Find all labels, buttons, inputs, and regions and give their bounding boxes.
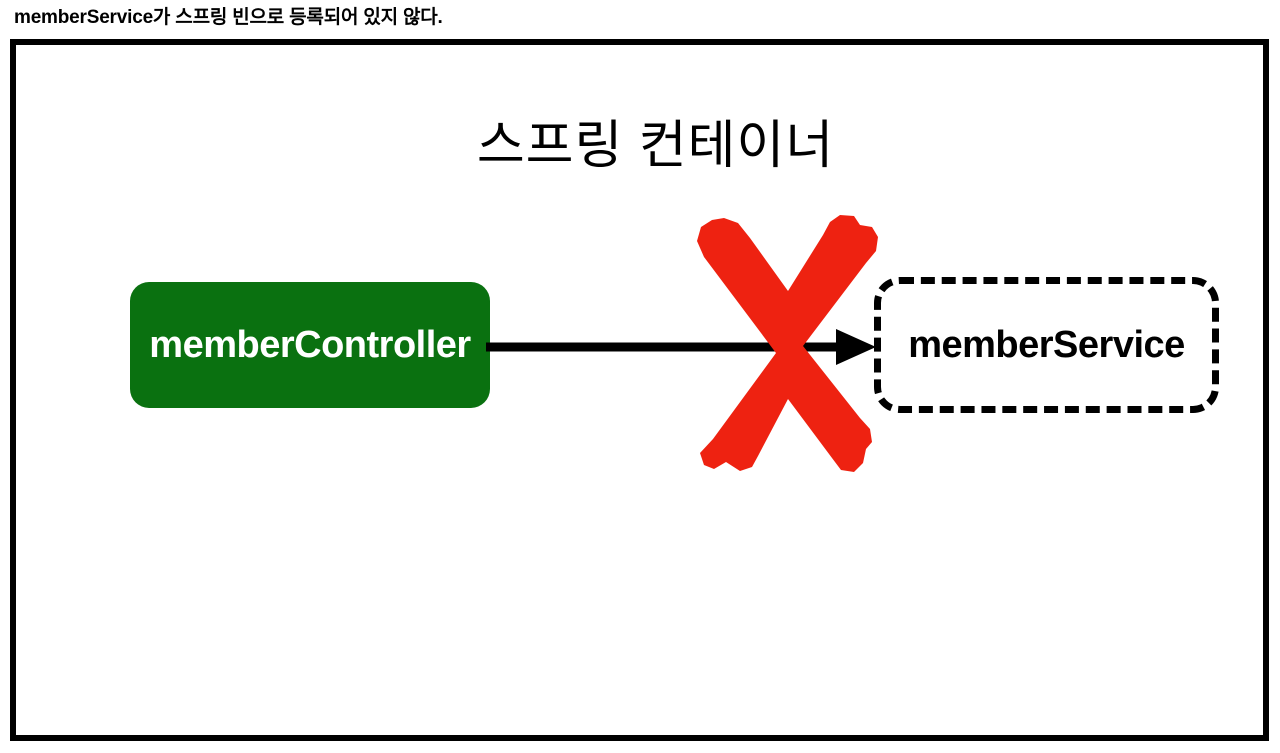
bean-node-member-controller-label: memberController: [149, 323, 471, 366]
slide-caption: memberService가 스프링 빈으로 등록되어 있지 않다.: [14, 7, 443, 28]
bean-node-member-controller[interactable]: memberController: [130, 282, 490, 408]
arrow-head: [836, 329, 876, 365]
bean-node-member-service-label: memberService: [908, 323, 1185, 366]
bean-node-member-service[interactable]: memberService: [874, 277, 1219, 413]
red-x-cross-out-icon: [697, 215, 878, 472]
container-title: 스프링 컨테이너: [476, 117, 835, 175]
x-stroke: [697, 215, 878, 472]
spring-container-frame: 스프링 컨테이너 memberController memberService: [10, 39, 1269, 741]
